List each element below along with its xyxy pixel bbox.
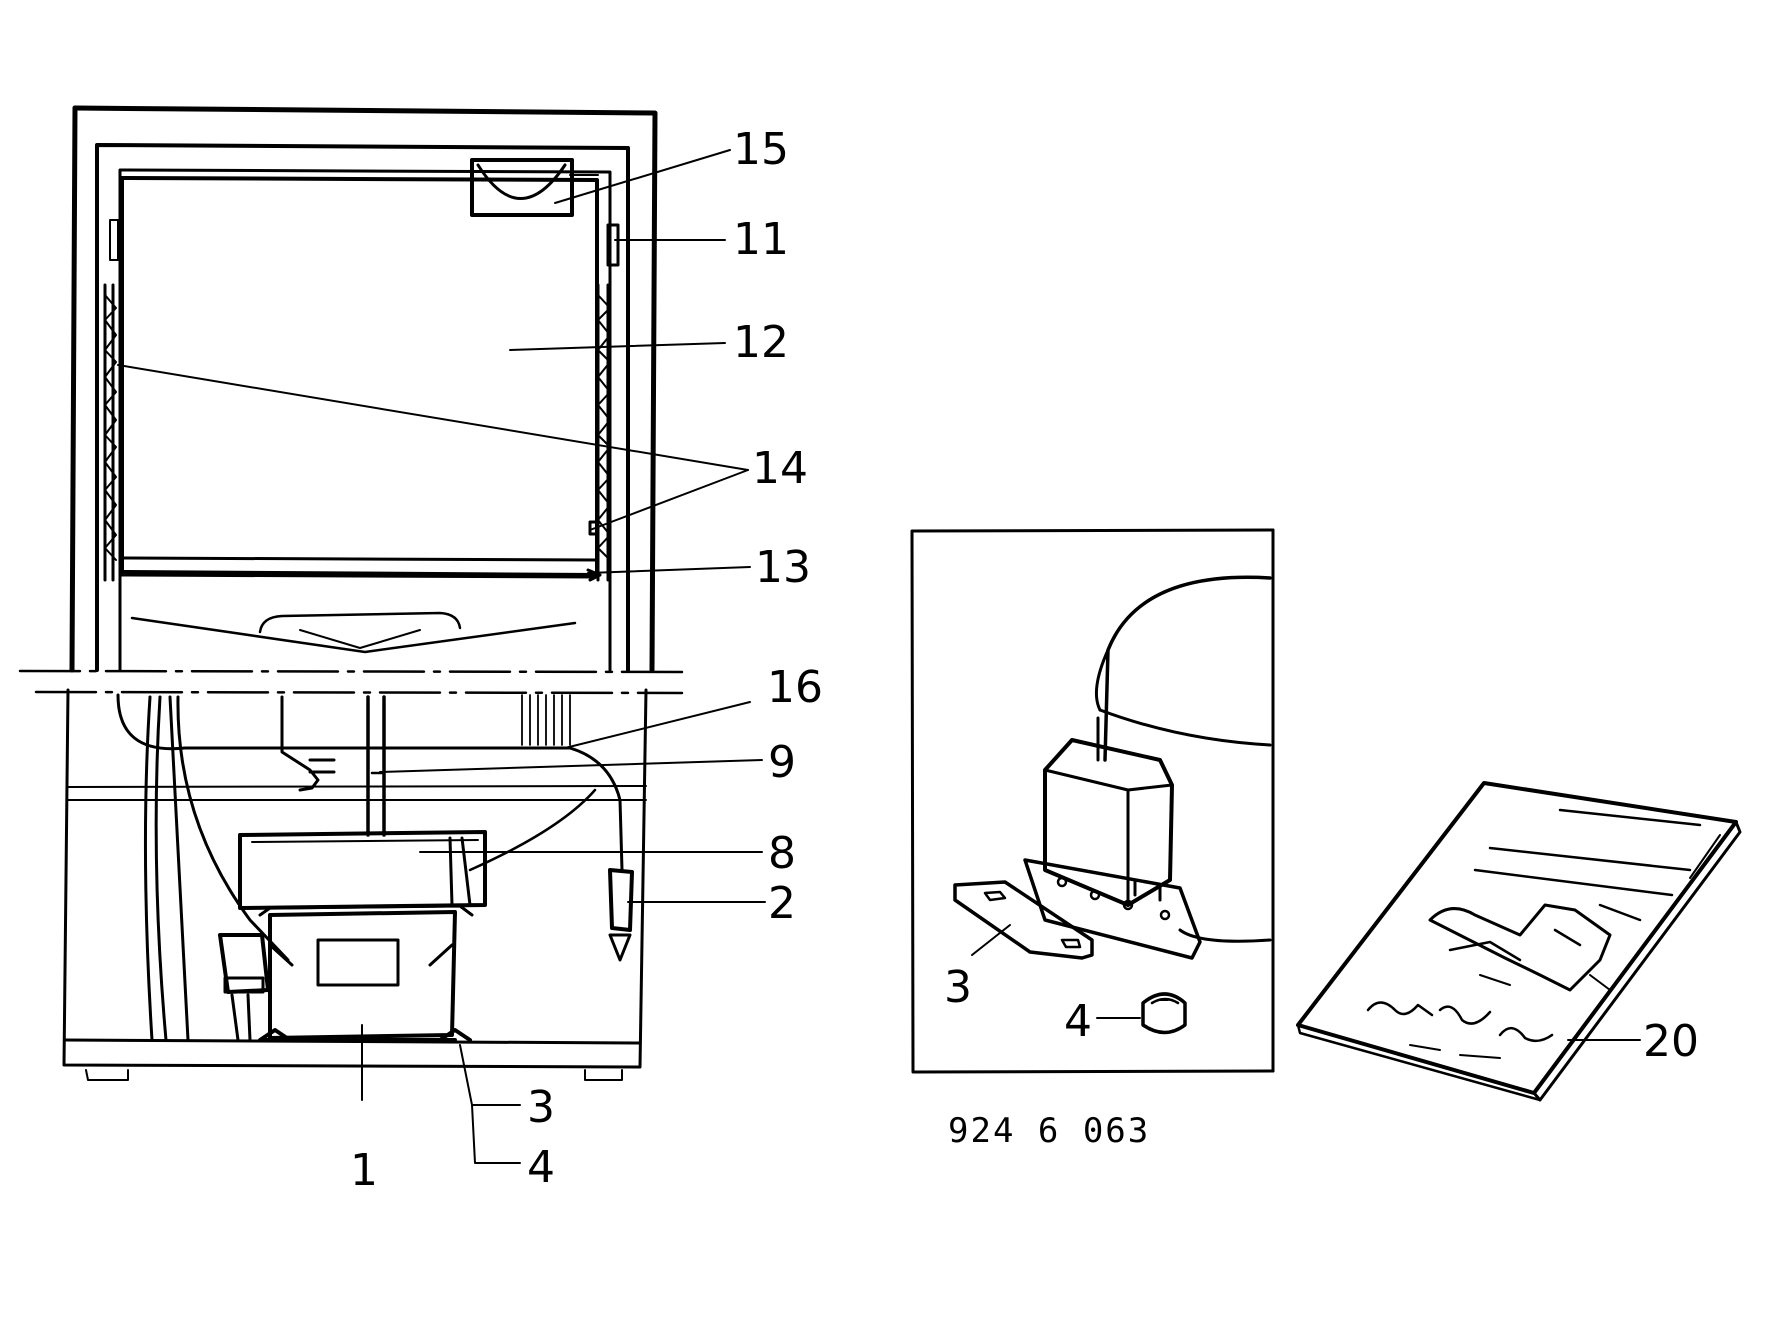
inset-callout-4: 4 [1064,996,1092,1047]
callout-8: 8 [768,828,796,879]
drawing-number: 924 6 063 [948,1111,1150,1151]
callout-1: 1 [350,1145,378,1196]
compressor [258,904,474,1042]
callout-16: 16 [767,662,823,713]
right-shelf-rail [586,283,611,582]
callout-3: 3 [527,1082,555,1133]
inset-callout-3: 3 [944,962,972,1013]
machine-compartment [67,693,647,1042]
callout-20: 20 [1643,1016,1699,1067]
callout-11: 11 [733,214,789,265]
callout-13: 13 [755,542,811,593]
inset-callouts: 3 4 [944,962,1092,1047]
lamp-housing [470,158,599,217]
rear-panel [118,176,599,654]
left-shelf-rail [103,283,117,582]
callout-4: 4 [527,1142,555,1193]
inset-mounting-detail [910,528,1275,1074]
main-leader-lines [117,149,766,1164]
starter-relay [218,933,270,1042]
callout-12: 12 [733,317,789,368]
switch-slot [109,219,620,267]
main-callouts: 15 11 12 14 13 16 9 8 2 3 1 4 [350,124,823,1196]
callout-15: 15 [733,124,789,175]
callout-14: 14 [752,443,808,494]
instruction-manual [1296,781,1742,1102]
terminal-box [238,788,597,910]
refrigerator-cabinet [62,105,658,1081]
section-break-line [18,669,684,695]
thermostat-sensor [568,746,634,962]
callout-2: 2 [768,878,796,929]
callout-9: 9 [768,737,796,788]
